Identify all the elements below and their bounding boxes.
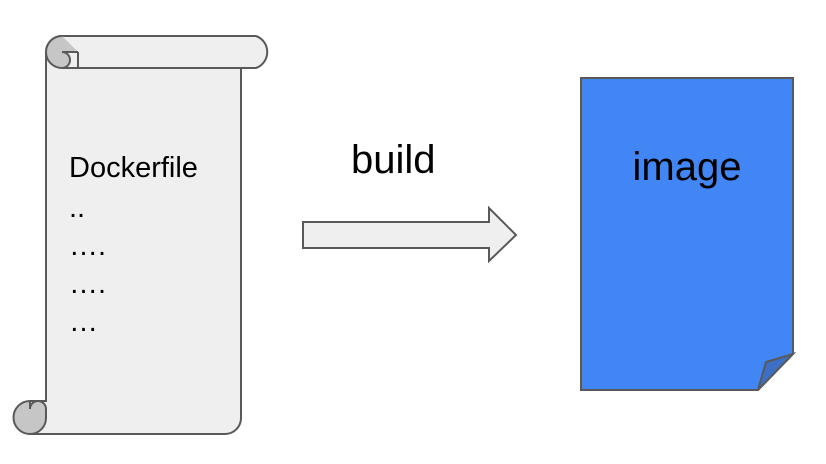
build-label: build (351, 138, 436, 182)
dockerfile-line-4: … (69, 306, 98, 338)
arrow-shape (302, 205, 518, 264)
dockerfile-line-2: …. (69, 230, 106, 262)
dockerfile-scroll: Dockerfile .. …. …. … (12, 35, 269, 436)
image-label: image (633, 145, 742, 189)
dockerfile-title: Dockerfile (69, 152, 198, 184)
scroll-top-curl (45, 35, 78, 70)
scroll-bottom-curl (12, 399, 47, 436)
build-arrow: build (302, 138, 518, 264)
image-page-fold (757, 351, 797, 391)
dockerfile-line-3: …. (69, 268, 106, 300)
scroll-body (16, 35, 269, 435)
image-document: image (580, 77, 797, 391)
dockerfile-line-1: .. (69, 192, 85, 224)
image-page (580, 77, 794, 391)
